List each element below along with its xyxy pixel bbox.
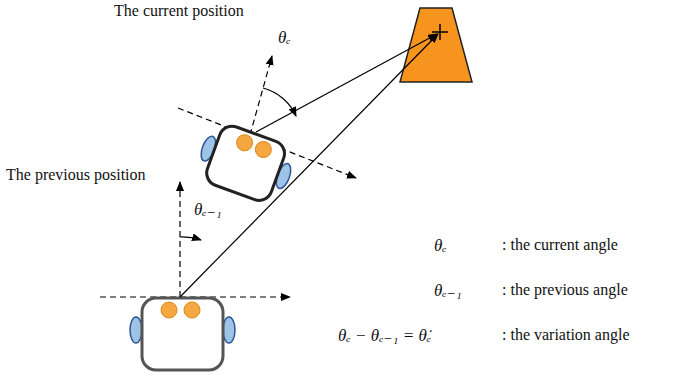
target-marker <box>400 8 472 82</box>
legend-text: : the current angle <box>500 236 620 254</box>
previous-robot <box>130 298 235 370</box>
legend-symbol: θₑ₋₁ <box>432 281 464 301</box>
heading-axis <box>179 182 180 297</box>
current-robot <box>192 118 300 208</box>
angle-symbol: θₑ <box>276 28 293 48</box>
heading-axis <box>250 56 272 135</box>
equation: θₑ − θₑ₋₁ = θ̇ₑ <box>336 326 433 346</box>
line-of-sight <box>180 34 438 297</box>
position-caption: The previous position <box>4 166 148 184</box>
line-of-sight <box>256 34 437 132</box>
legend-symbol: θₑ <box>432 236 449 256</box>
legend-text: : the variation angle <box>500 326 632 344</box>
angle-symbol: θₑ₋₁ <box>192 200 224 220</box>
angle-arc <box>180 237 201 240</box>
angle-arc <box>263 88 296 116</box>
legend-text: : the previous angle <box>500 281 630 299</box>
position-caption: The current position <box>112 2 246 20</box>
